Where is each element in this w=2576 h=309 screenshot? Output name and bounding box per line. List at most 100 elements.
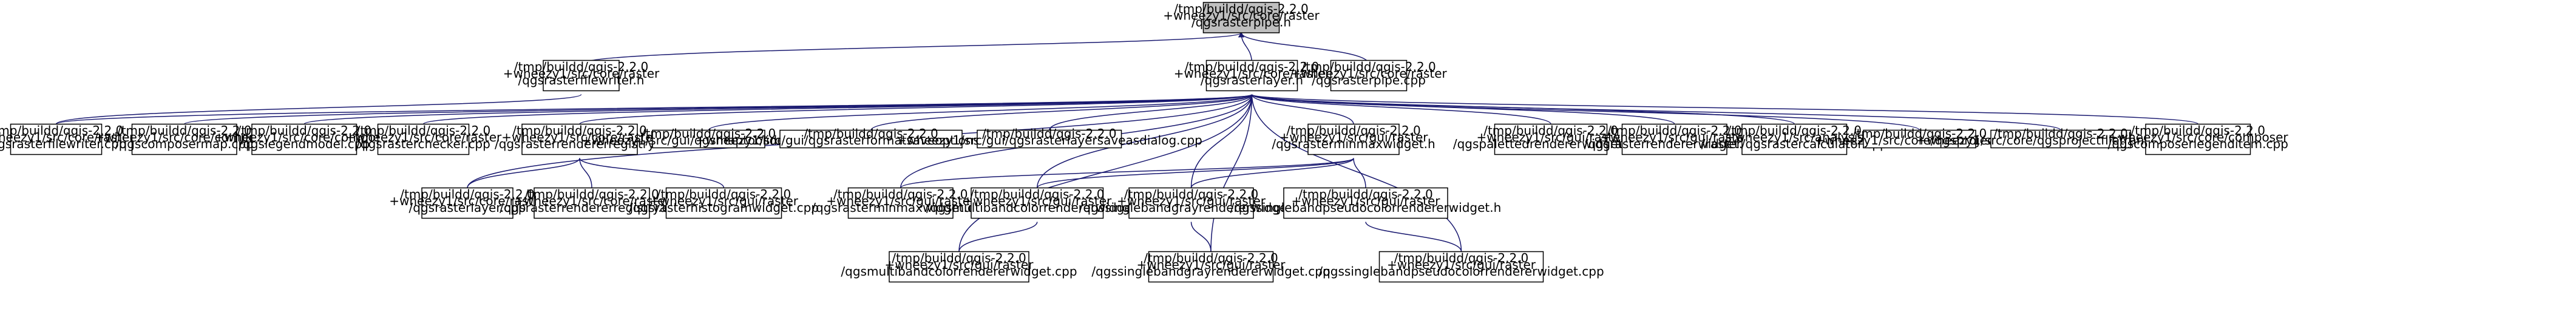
node-box xyxy=(2145,123,2251,155)
node-label-line: +wheezy1/src/gui/raster xyxy=(649,194,799,208)
node-label-line: +wheezy1/src/core/raster xyxy=(514,194,670,208)
node-label-line: /qgsrasterpipe.h xyxy=(1191,15,1291,30)
node-label-line: +wheezy1/src/core/raster xyxy=(1174,66,1330,81)
file-node-minmax-h[interactable]: /tmp/buildd/qgis-2.2.0+wheezy1/src/gui/r… xyxy=(1272,123,1435,155)
node-label-line: +wheezy1/src/gui/raster xyxy=(1291,194,1440,208)
file-node-checker[interactable]: /tmp/buildd/qgis-2.2.0+wheezy1/src/core/… xyxy=(345,123,502,155)
file-node-layer-cpp[interactable]: /tmp/buildd/qgis-2.2.0+wheezy1/src/core/… xyxy=(389,187,546,219)
node-box xyxy=(779,129,963,149)
edge-line xyxy=(1049,94,1253,131)
file-node-filewriter-h[interactable]: /tmp/buildd/qgis-2.2.0+wheezy1/src/core/… xyxy=(503,59,660,92)
node-label-line: +wheezy1/src/core/raster xyxy=(0,130,135,144)
node-label-line: /qgsrasterfilewriter.cpp xyxy=(0,137,126,151)
node-label-line: /qgsrasterpipe.cpp xyxy=(1312,73,1426,87)
node-layer: /tmp/buildd/qgis-2.2.0+wheezy1/src/core/… xyxy=(0,2,2289,283)
node-box xyxy=(10,123,103,155)
node-box xyxy=(889,251,1029,283)
file-node-layer-h[interactable]: /tmp/buildd/qgis-2.2.0+wheezy1/src/core/… xyxy=(1174,59,1330,92)
node-box xyxy=(521,123,638,155)
edge-line xyxy=(1251,93,1551,124)
node-box xyxy=(1621,123,1727,155)
edge-line xyxy=(1251,93,1920,131)
node-label-line: /tmp/buildd/qgis-2.2.0 xyxy=(1394,251,1529,265)
edge-line xyxy=(1353,158,1366,188)
node-box xyxy=(534,187,650,219)
dependency-edge xyxy=(1207,94,1253,256)
node-label-line: /tmp/buildd/qgis-2.2.0 xyxy=(833,187,968,202)
node-label-line: /qgsrasterrendererregistry.h xyxy=(495,137,665,151)
file-node-pipe-cpp[interactable]: /tmp/buildd/qgis-2.2.0+wheezy1/src/core/… xyxy=(1290,59,1448,92)
node-label-line: /raster/qgsrastercalculator.cpp xyxy=(1701,137,1888,151)
node-label-line: +wheezy1/src/core/raster xyxy=(1290,66,1447,81)
edge-line xyxy=(1241,32,1369,64)
file-node-rendererwidget[interactable]: /tmp/buildd/qgis-2.2.0+wheezy1/src/gui/r… xyxy=(1584,123,1765,155)
edge-line xyxy=(1365,222,1462,252)
file-node-pseudo-h[interactable]: /tmp/buildd/qgis-2.2.0+wheezy1/src/gui/r… xyxy=(1230,187,1502,219)
node-label-line: /tmp/buildd/qgis-2.2.0 xyxy=(1852,126,1987,141)
node-label-line: +wheezy1/src/gui/raster xyxy=(826,194,975,208)
node-box xyxy=(1283,187,1448,219)
dependency-edge xyxy=(580,32,1245,65)
file-node-histogram[interactable]: /tmp/buildd/qgis-2.2.0+wheezy1/src/gui/r… xyxy=(629,187,819,219)
edge-line xyxy=(958,222,1038,252)
node-label-line: +wheezy1/src/core/raster xyxy=(503,66,660,81)
file-node-multiband-cpp[interactable]: /tmp/buildd/qgis-2.2.0+wheezy1/src/gui/r… xyxy=(841,251,1077,283)
node-label-line: +wheezy1/src/gui/raster xyxy=(1600,130,1749,144)
file-node-registry-h[interactable]: /tmp/buildd/qgis-2.2.0+wheezy1/src/core/… xyxy=(495,123,665,155)
node-label-line: /tmp/buildd/qgis-2.2.0 xyxy=(1298,187,1433,202)
node-label-line: /tmp/buildd/qgis-2.2.0 xyxy=(1483,123,1618,138)
file-node-projectfiletransform[interactable]: /tmp/buildd/qgis-2.2.0+wheezy1/src/core/… xyxy=(1917,126,2205,149)
node-label-line: +wheezy1/src/gui/raster xyxy=(1279,130,1428,144)
node-label-line: +wheezy1/src/core/raster xyxy=(389,194,546,208)
file-node-registry-cpp[interactable]: /tmp/buildd/qgis-2.2.0+wheezy1/src/core/… xyxy=(500,187,684,219)
node-label-line: +wheezy1/src/core/composer xyxy=(94,130,275,144)
file-node-root[interactable]: /tmp/buildd/qgis-2.2.0+wheezy1/src/core/… xyxy=(1163,2,1320,33)
node-label-line: /qgsrasterminmaxwidget.h xyxy=(1272,137,1435,151)
node-label-line: +wheezy1/src/gui/raster xyxy=(1476,130,1625,144)
edge-line xyxy=(1251,93,1675,125)
file-node-layersaveas[interactable]: /tmp/buildd/qgis-2.2.0+wheezy1/src/gui/q… xyxy=(897,126,1202,149)
node-label-line: /qgslegendmodel.cpp xyxy=(239,137,370,151)
file-node-singlegray-cpp[interactable]: /tmp/buildd/qgis-2.2.0+wheezy1/src/gui/r… xyxy=(1091,251,1330,283)
node-label-line: /qgsrasterchecker.cpp xyxy=(356,137,490,151)
file-node-multiband-h[interactable]: /tmp/buildd/qgis-2.2.0+wheezy1/src/gui/r… xyxy=(926,187,1148,219)
dependency-edge xyxy=(1251,94,1465,256)
node-label-line: /tmp/buildd/qgis-2.2.0 xyxy=(982,126,1117,141)
node-box xyxy=(1741,123,1848,155)
file-node-calculator[interactable]: /tmp/buildd/qgis-2.2.0+wheezy1/src/analy… xyxy=(1701,123,1888,155)
edge-line xyxy=(580,32,1242,65)
node-box xyxy=(251,123,358,155)
edge-line xyxy=(1037,94,1253,188)
file-node-minmax-cpp[interactable]: /tmp/buildd/qgis-2.2.0+wheezy1/src/gui/r… xyxy=(812,187,989,219)
node-label-line: /tmp/buildd/qgis-2.2.0 xyxy=(1727,123,1862,138)
node-label-line: /qgsrasterminmaxwidget.cpp xyxy=(812,200,989,215)
file-node-legendmodel[interactable]: /tmp/buildd/qgis-2.2.0+wheezy1/src/core/… xyxy=(214,123,395,155)
file-node-filewriter-cpp[interactable]: /tmp/buildd/qgis-2.2.0+wheezy1/src/core/… xyxy=(0,123,135,155)
node-label-line: /tmp/buildd/qgis-2.2.0 xyxy=(892,251,1026,265)
file-node-composermap[interactable]: /tmp/buildd/qgis-2.2.0+wheezy1/src/core/… xyxy=(94,123,275,155)
file-node-palette[interactable]: /tmp/buildd/qgis-2.2.0+wheezy1/src/gui/r… xyxy=(1453,123,1649,155)
node-label-line: /qgscomposermap.cpp xyxy=(115,137,254,151)
node-label-line: /tmp/buildd/qgis-2.2.0 xyxy=(804,126,938,141)
node-label-line: +wheezy1/src/core/raster xyxy=(501,130,658,144)
node-label-line: +wheezy1/src/gui/raster xyxy=(963,194,1112,208)
edge-line xyxy=(708,93,1253,131)
node-box xyxy=(1307,123,1400,155)
file-node-pseudo-cpp[interactable]: /tmp/buildd/qgis-2.2.0+wheezy1/src/gui/r… xyxy=(1318,251,1604,283)
edge-line xyxy=(900,157,1354,189)
node-box xyxy=(665,187,782,219)
node-box xyxy=(1128,187,1254,219)
edge-line xyxy=(422,93,1253,125)
edge-line xyxy=(467,158,580,188)
file-node-project[interactable]: /tmp/buildd/qgis-2.2.0+wheezy1/src/core/… xyxy=(1814,126,2025,149)
edge-line xyxy=(1037,157,1354,189)
edge-line xyxy=(1251,93,2061,131)
node-label-line: /qgsrasterhistogramwidget.cpp xyxy=(629,200,819,215)
file-node-singlegray-h[interactable]: /tmp/buildd/qgis-2.2.0+wheezy1/src/gui/r… xyxy=(1079,187,1304,219)
node-label-line: /tmp/buildd/qgis-2.2.0 xyxy=(0,123,123,138)
node-label-line: /tmp/buildd/qgis-2.2.0 xyxy=(1174,2,1309,16)
node-box xyxy=(1494,123,1608,155)
node-label-line: /qgsmultibandcolorrendererwidget.cpp xyxy=(841,264,1077,279)
file-node-legenditem[interactable]: /tmp/buildd/qgis-2.2.0+wheezy1/src/core/… xyxy=(2108,123,2289,155)
